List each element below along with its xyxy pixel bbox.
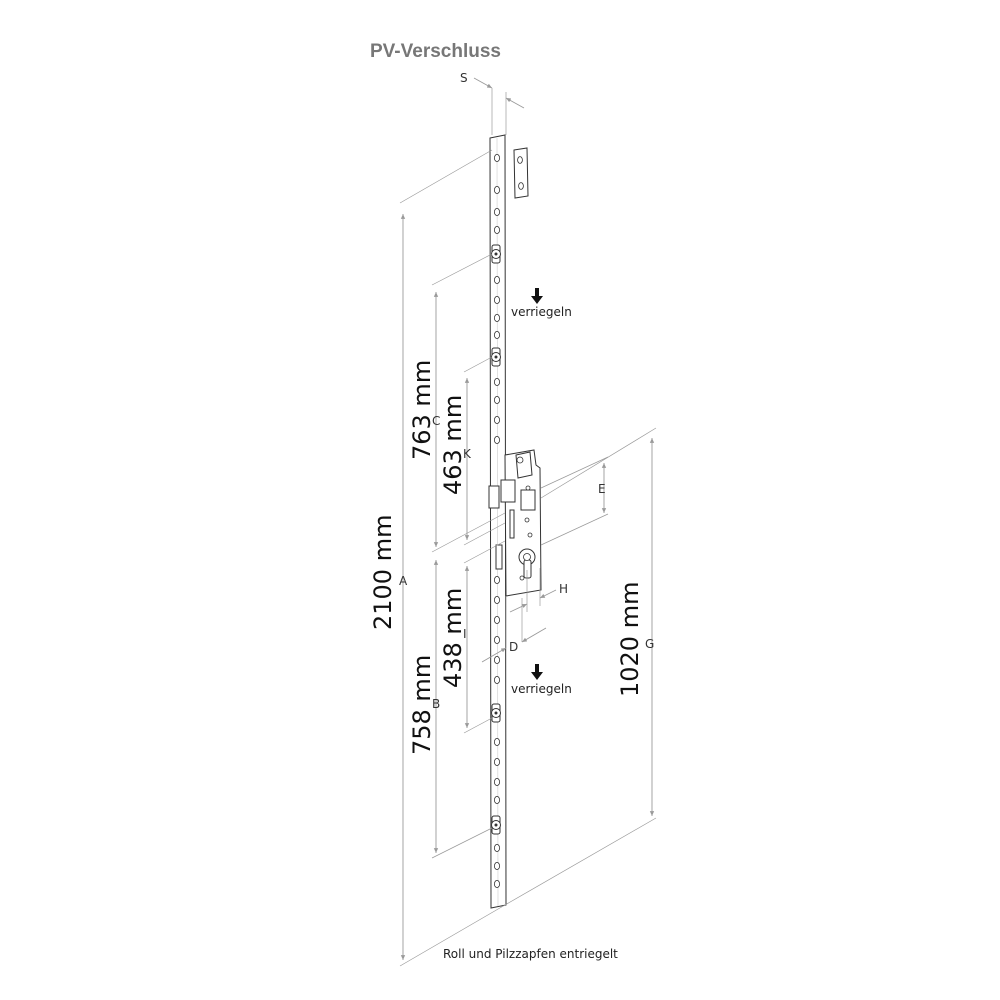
dimension-value-g: 1020 mm: [616, 582, 644, 697]
dimension-h: H: [509, 568, 568, 613]
dimension-letter-c: C: [432, 414, 440, 428]
dimension-letter-g: G: [645, 637, 654, 651]
dimension-value-b: 758 mm: [408, 655, 436, 755]
dimension-value-c: 763 mm: [408, 360, 436, 460]
caption-text: Roll und Pilzzapfen entriegelt: [443, 947, 618, 961]
cylinder-cutout: [518, 548, 536, 579]
diagram-title: PV-Verschluss: [370, 41, 501, 62]
dimension-d: D: [481, 596, 547, 663]
dimension-value-i: 438 mm: [439, 588, 467, 688]
dimension-letter-b: B: [432, 697, 440, 711]
locking-pin-1: [491, 244, 501, 264]
dimension-g: G 1020 mm: [504, 427, 657, 906]
locking-arrow-top: verriegeln: [511, 288, 572, 319]
dimension-value-a: 2100 mm: [369, 515, 397, 630]
main-lock-case: [488, 449, 542, 597]
keeper-plate: [513, 147, 529, 199]
dimension-e: E: [540, 456, 609, 546]
arrow-down-icon: [531, 288, 543, 304]
dimension-letter-e: E: [598, 482, 606, 496]
locking-arrow-bottom: verriegeln: [511, 664, 572, 696]
faceplate-holes: [493, 153, 500, 889]
dimension-s: S: [460, 71, 525, 135]
dimension-i: I 438 mm: [439, 540, 506, 734]
dimension-a: A 2100 mm: [369, 149, 506, 967]
arrow-down-icon: [531, 664, 543, 680]
dimension-b: B 758 mm: [408, 560, 493, 859]
locking-pin-4: [491, 815, 501, 835]
locking-label-top: verriegeln: [511, 305, 572, 319]
dimension-letter-s: S: [460, 71, 468, 85]
dimension-letter-a: A: [399, 574, 408, 588]
dimension-letter-h: H: [559, 582, 568, 596]
dimension-letter-i: I: [463, 627, 467, 641]
locking-pin-3: [491, 703, 501, 723]
locking-label-bottom: verriegeln: [511, 682, 572, 696]
locking-pin-2: [491, 347, 501, 367]
dimension-letter-d: D: [509, 640, 518, 654]
dimension-letter-k: K: [463, 447, 472, 461]
dimension-value-k: 463 mm: [439, 395, 467, 495]
dimension-k: K 463 mm: [439, 356, 506, 546]
